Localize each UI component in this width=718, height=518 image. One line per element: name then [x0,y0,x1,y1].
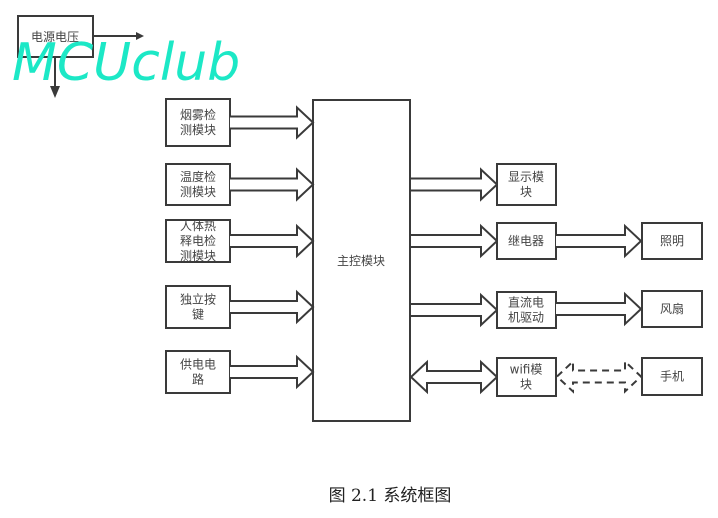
power-voltage-box [17,15,94,58]
output-label: wifi模 [510,363,543,377]
output-label: 显示模 [508,170,544,184]
input-box-pir [165,219,231,263]
main-control-label: 主控模块 [337,254,385,268]
output-box-motor [496,291,557,329]
output-box-display [496,163,557,206]
watermark: MCUclub [12,33,240,93]
fragment-arrowhead-right [136,32,144,40]
target-label: 风扇 [660,301,684,316]
input-label: 测模块 [180,185,216,199]
input-label: 测模块 [180,123,216,137]
input-box-power [165,350,231,394]
link-arrow-motor [556,291,643,327]
input-label: 测模块 [180,249,216,263]
fragment-arrowhead-down [50,86,60,98]
power-voltage-label: 电源电压 [31,30,79,44]
input-arrow-smoke [230,105,315,140]
power-voltage-fragment: 电源电压 [17,15,144,98]
output-box-relay [496,222,557,260]
input-arrow-temp [230,167,315,202]
input-label: 供电电 [180,358,216,372]
input-label: 独立按 [180,292,216,307]
input-label: 烟雾检 [180,107,216,122]
input-box-temp [165,163,231,206]
target-box-relay [641,222,703,260]
input-arrow-power [230,354,315,390]
target-box-wifi [641,357,703,396]
input-label: 路 [192,372,204,387]
link-arrow-relay [556,223,643,259]
input-label: 温度检 [180,169,216,184]
input-label: 键 [192,308,204,322]
input-box-key [165,285,231,329]
input-arrow-pir [230,223,315,259]
input-label: 人体热 [180,219,216,233]
output-modules: 显示模块继电器照明直流电机驱动风扇wifi模块手机 [410,163,703,397]
output-arrow-relay [411,223,499,259]
input-box-smoke [165,98,231,147]
output-module-relay: 继电器 照明 [411,222,703,260]
output-label: 继电器 [508,234,544,248]
input-arrow-key [230,289,315,325]
output-label: 块 [520,185,532,199]
target-label: 手机 [660,370,684,384]
main-control-box [312,99,411,422]
output-label: 直流电 [508,296,544,310]
figure-caption: 图 2.1 系统框图 [329,486,452,506]
target-box-motor [641,290,703,328]
output-box-wifi [496,357,557,397]
output-arrow-wifi [410,359,499,395]
output-arrow-display [411,167,499,202]
input-label: 释电检 [180,233,216,248]
output-label: 机驱动 [508,311,544,325]
output-label: 块 [520,378,532,392]
target-label: 照明 [660,234,684,248]
output-arrow-motor [411,292,499,328]
link-arrow-wifi [556,359,643,394]
